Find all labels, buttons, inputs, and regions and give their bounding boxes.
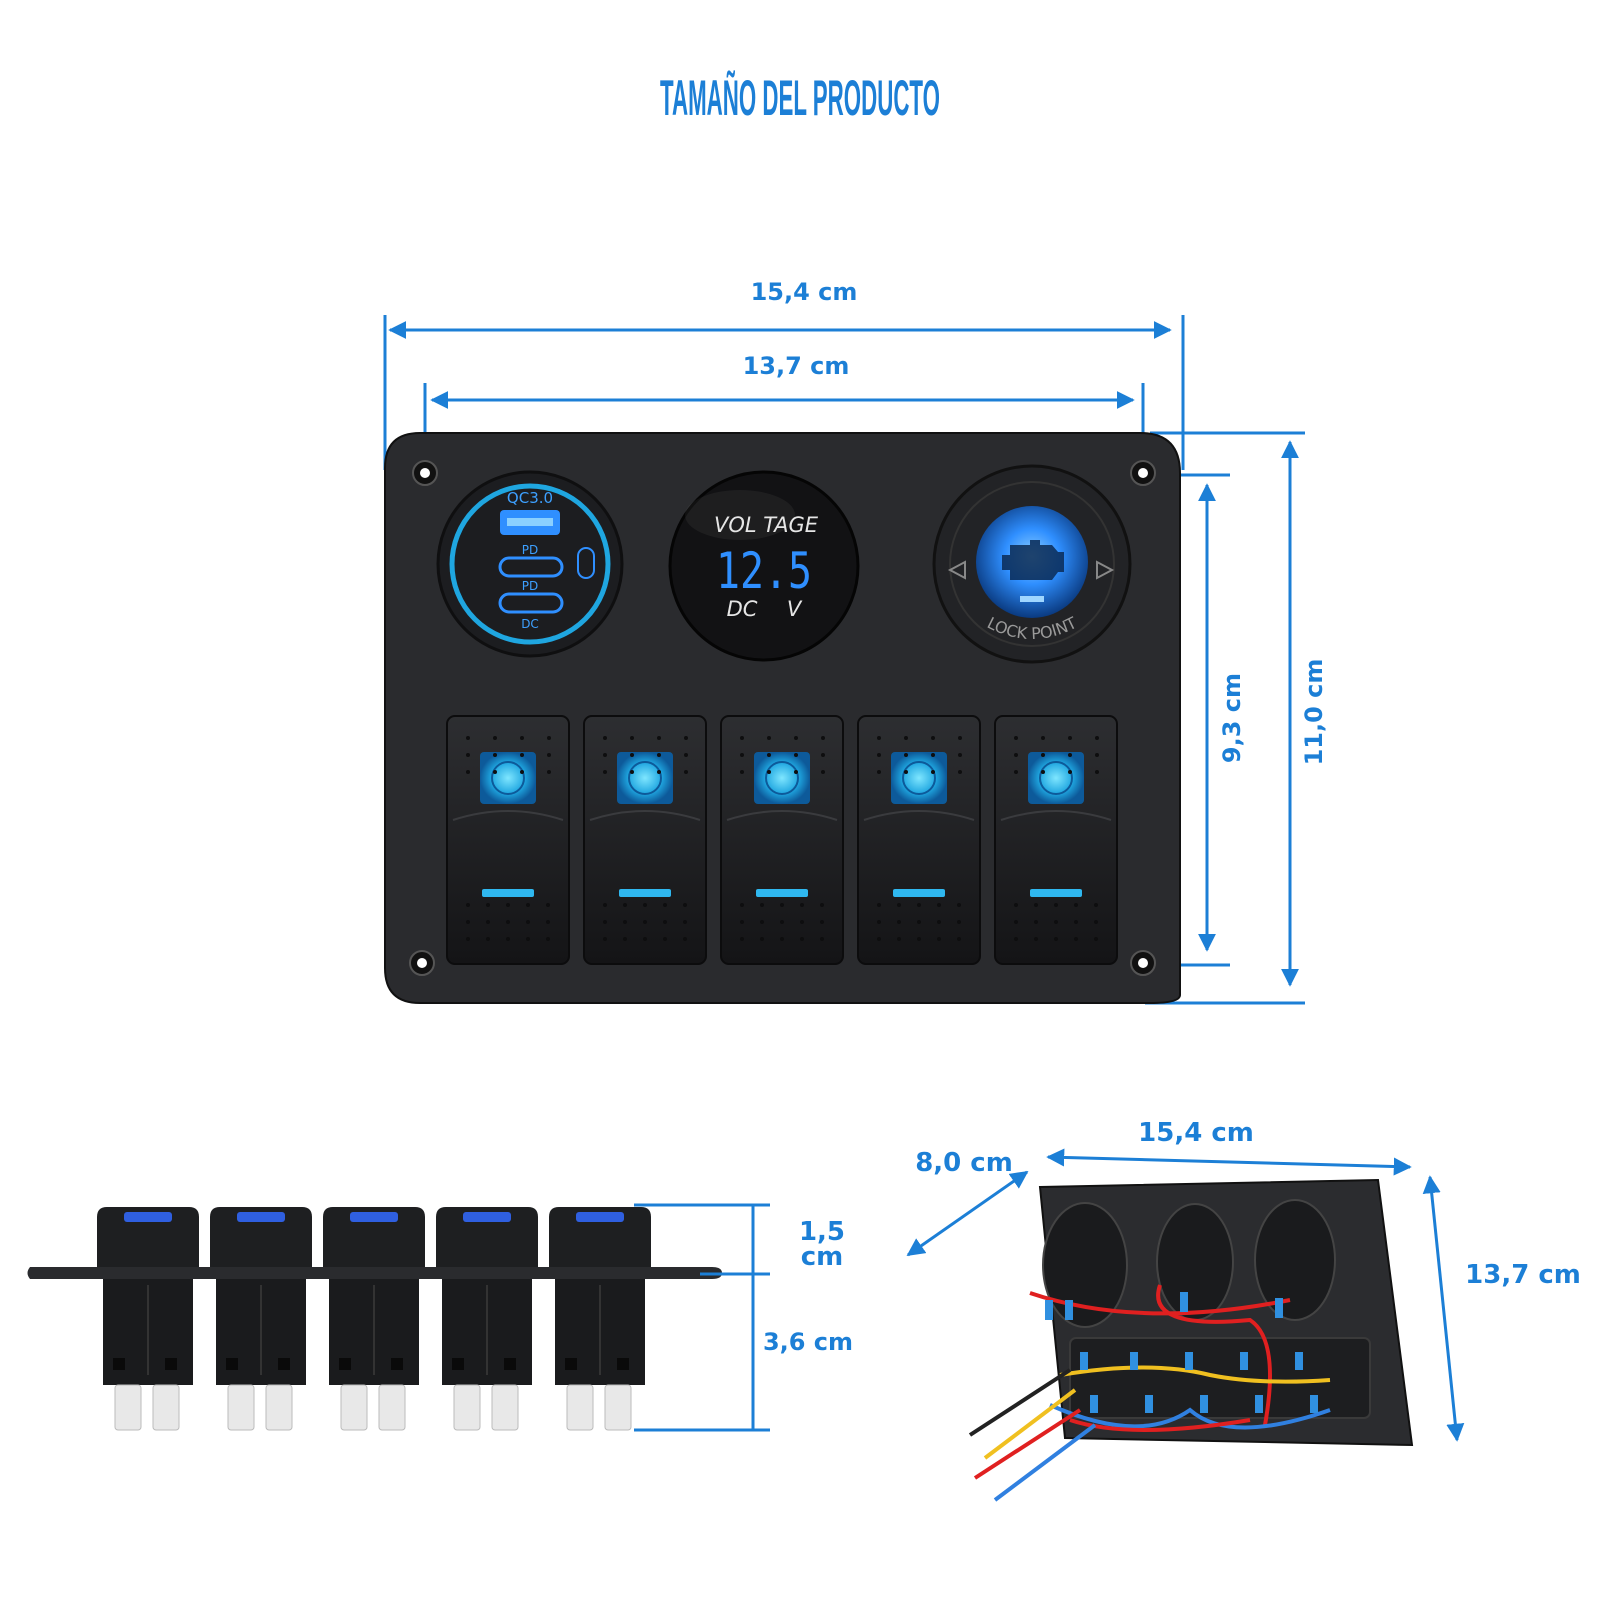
lock-left-arrow-icon — [947, 560, 966, 580]
rocker-switch[interactable] — [583, 715, 707, 965]
dimension-lines-back — [906, 1148, 1465, 1442]
side-switch-bodies — [97, 1207, 651, 1431]
side-panel-plate — [27, 1267, 722, 1279]
voltage-reading: 12.5 — [716, 542, 812, 600]
usb-c-port-2-icon — [498, 592, 564, 614]
power-indicator-icon — [577, 547, 595, 579]
lock-right-arrow-icon — [1096, 560, 1115, 580]
switch-lamp-icon — [754, 752, 810, 804]
wiring-harness — [968, 1284, 1331, 1502]
dim-outer-height-label: 11,0 cm — [1300, 659, 1328, 766]
voltmeter-module: VOL TAGE 12.5 DC V — [668, 470, 860, 662]
engine-icon — [1002, 540, 1064, 580]
switch-indicator-bar — [756, 889, 808, 897]
switch-indicator-bar — [893, 889, 945, 897]
side-view: 1,5 cm 3,6 cm — [27, 1203, 853, 1432]
back-view: 8,0 cm 15,4 cm 13,7 cm — [906, 1118, 1581, 1502]
switch-lamp-icon — [480, 752, 536, 804]
dim-top-height-label-line1: 1,5 — [799, 1217, 845, 1247]
switch-indicator-bar — [482, 889, 534, 897]
usb-c-port-1-icon — [498, 556, 564, 578]
side-switch-lamp — [237, 1212, 285, 1222]
side-switch-body — [323, 1207, 425, 1431]
dc-unit-label: DC — [727, 597, 758, 621]
dimension-lines-side — [634, 1203, 770, 1432]
switch-lamp-icon — [617, 752, 673, 804]
side-switch-lamp — [576, 1212, 624, 1222]
switch-lamp-icon — [1028, 752, 1084, 804]
dim-hole-width-label: 13,7 cm — [743, 352, 850, 380]
front-view: 15,4 cm 13,7 cm 9,3 cm 11,0 cm QC3.0 PD … — [383, 278, 1328, 1005]
rocker-switch[interactable] — [857, 715, 981, 965]
voltage-label: VOL TAGE — [714, 513, 819, 537]
dim-hole-height-label: 9,3 cm — [1218, 673, 1246, 763]
qc-label: QC3.0 — [507, 489, 553, 507]
rocker-switch[interactable] — [446, 715, 570, 965]
rocker-switches — [446, 715, 1118, 965]
dim-bottom-height-label: 3,6 cm — [763, 1328, 853, 1356]
side-switch-body — [549, 1207, 651, 1431]
usb-charger-module: QC3.0 PD PD DC — [436, 470, 624, 658]
switch-indicator-bar — [619, 889, 671, 897]
side-switch-lamp — [463, 1212, 511, 1222]
dc-label-usb: DC — [521, 617, 539, 631]
rocker-switch[interactable] — [720, 715, 844, 965]
page-title: TAMAÑO DEL PRODUCTO — [660, 70, 940, 126]
side-switch-lamp — [350, 1212, 398, 1222]
wire-connectors — [1045, 1292, 1318, 1413]
switch-lamp-icon — [891, 752, 947, 804]
pd-label-1: PD — [522, 543, 538, 557]
dim-depth-label: 8,0 cm — [915, 1148, 1013, 1178]
rocker-switch[interactable] — [994, 715, 1118, 965]
pd-label-2: PD — [522, 579, 538, 593]
side-switch-body — [436, 1207, 538, 1431]
power-socket-module: LOCK POINT — [932, 464, 1132, 664]
side-switch-body — [97, 1207, 199, 1431]
volt-unit-label: V — [787, 597, 803, 621]
switch-indicator-bar — [1030, 889, 1082, 897]
dim-outer-width-label: 15,4 cm — [751, 278, 858, 306]
dim-back-height-label: 13,7 cm — [1465, 1260, 1581, 1290]
side-switch-lamp — [124, 1212, 172, 1222]
dim-back-width-label: 15,4 cm — [1138, 1118, 1254, 1148]
back-sockets — [1042, 1199, 1336, 1328]
side-switch-body — [210, 1207, 312, 1431]
mounting-holes — [409, 460, 1156, 976]
dim-top-height-label-line2: cm — [801, 1242, 844, 1272]
